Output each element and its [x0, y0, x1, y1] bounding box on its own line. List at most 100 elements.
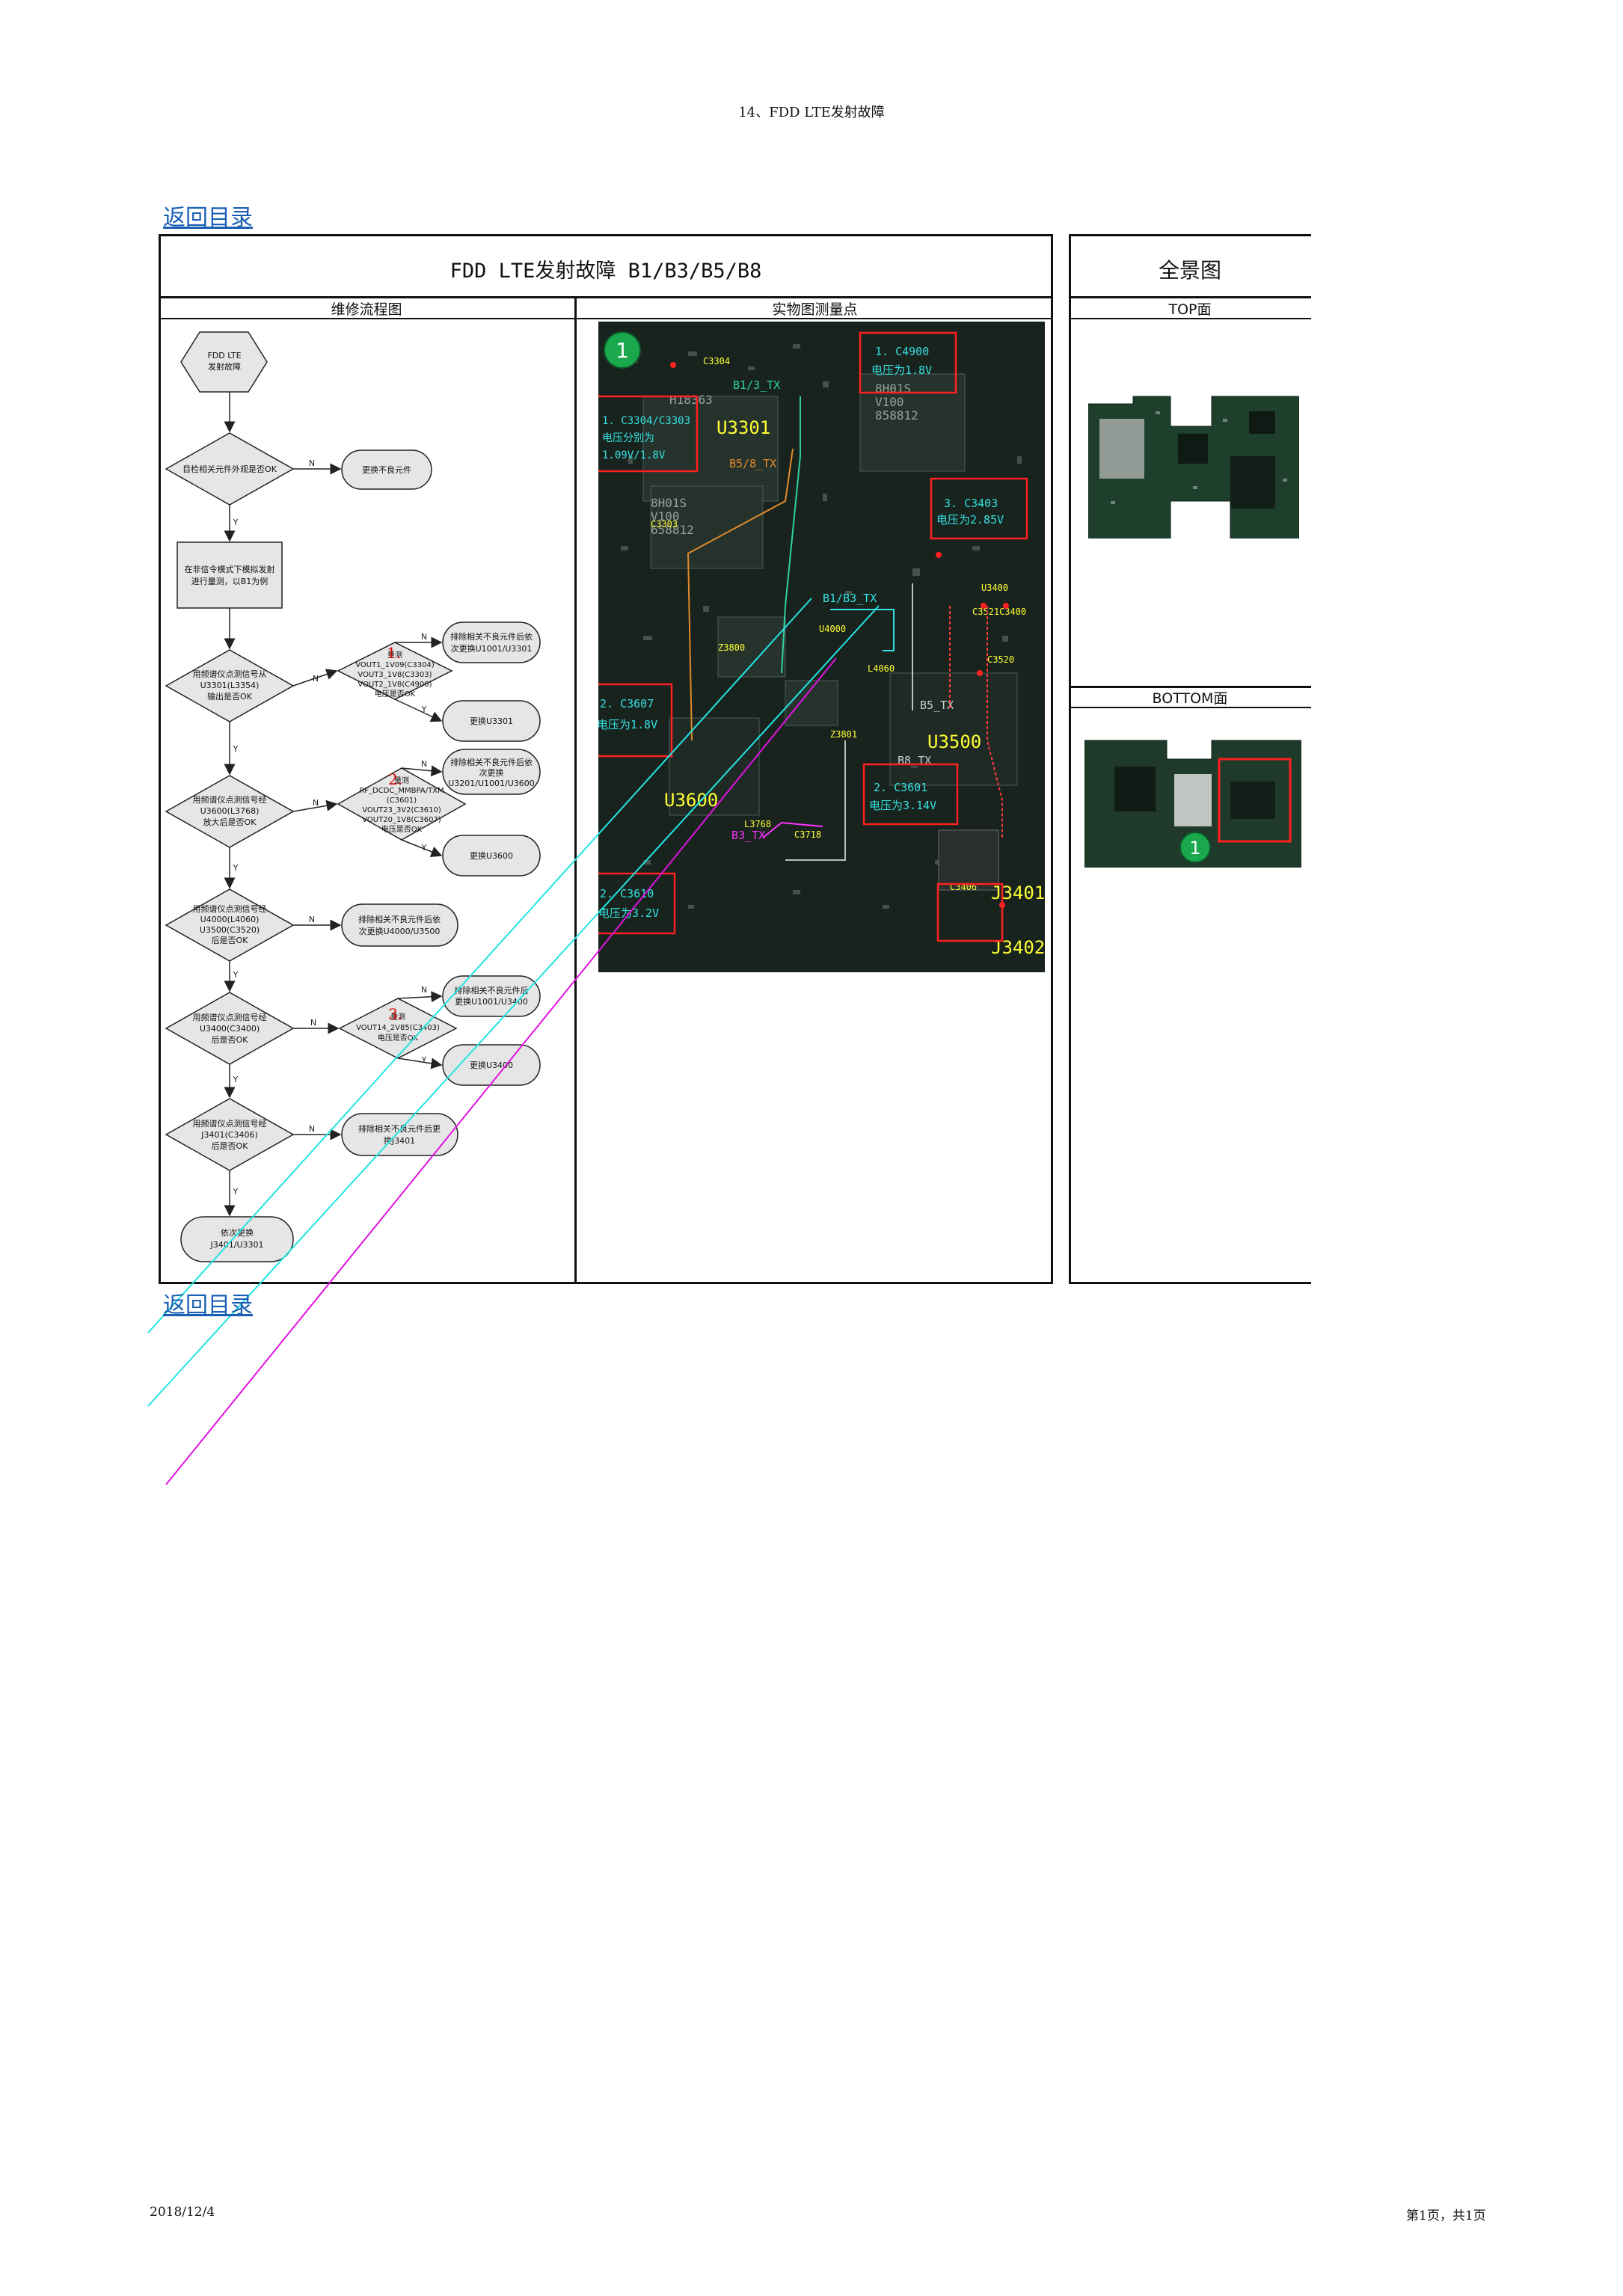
bottom-board-drawing: 1: [1084, 740, 1302, 868]
yes-label: Y: [233, 1075, 239, 1084]
flow-result: [341, 903, 458, 947]
chip-marking: 658812: [651, 523, 694, 537]
chip-label: C3400: [999, 607, 1026, 617]
bottom-face-label: BOTTOM面: [1152, 690, 1228, 707]
callout-text: 电压为2.85V: [936, 513, 1004, 527]
flow-decision-text: 目检相关元件外观是否OK: [182, 464, 277, 474]
top-board-drawing: [1087, 396, 1300, 539]
flow-end: [180, 1216, 294, 1262]
flow-start-text: FDD LTE: [207, 351, 241, 360]
callout-box: [862, 763, 959, 826]
no-label: N: [309, 458, 315, 468]
no-label: N: [313, 798, 319, 808]
flow-decision-text: 后是否OK: [212, 936, 249, 945]
flow-decision-text: 用频谱仪点测信号经: [193, 903, 267, 914]
flow-end-text: J3401/U3301: [210, 1240, 264, 1250]
flow-process-text: 进行量测，以B1为例: [191, 576, 269, 586]
chip-label: Z3801: [830, 729, 857, 740]
flow-result-text: 更换U3301: [470, 716, 513, 726]
back-to-contents-link[interactable]: 返回目录: [163, 1292, 253, 1319]
flow-result: [442, 975, 541, 1017]
flow-measure-text: VOUT1_1V09(C3304): [355, 661, 435, 669]
marker-number: 1: [616, 338, 629, 363]
callout-box: [1218, 758, 1292, 843]
callout-box: [859, 331, 957, 394]
bottom-board-photo: 1: [1084, 737, 1302, 868]
flow-measure-text: 量测: [387, 650, 402, 660]
pcb-photo-drawing: 1 H18363 8H01S V100 658812 8H01S V100 85…: [598, 322, 1045, 972]
flow-column-header: 维修流程图: [331, 301, 402, 318]
callout-text: 2. C3607: [600, 697, 654, 710]
no-label: N: [313, 674, 319, 684]
yes-label: Y: [233, 1187, 239, 1197]
flow-result-text: 排除相关不良元件后: [455, 985, 529, 995]
callout-text: 1. C4900: [875, 345, 929, 358]
flow-decision-text: U3301(L3354): [200, 681, 260, 690]
yes-label: Y: [421, 843, 427, 853]
flow-decision-text: 后是否OK: [212, 1141, 249, 1151]
flow-measure-text: 量测: [390, 1012, 405, 1022]
flow-result: [442, 700, 541, 742]
flow-result-text: 更换不良元件: [362, 464, 411, 475]
yes-label: Y: [233, 744, 239, 754]
marker-number: 1: [1189, 838, 1200, 859]
callout-text: 电压为1.8V: [598, 718, 657, 731]
no-label: N: [309, 1124, 315, 1134]
flow-measure-text: VOUT2_1V8(C4900): [358, 681, 432, 689]
flow-decision-text: 后是否OK: [212, 1035, 249, 1045]
flow-result-text: 次更换U4000/U3500: [359, 926, 441, 936]
repair-flowchart: N Y N Y N Y N Y N Y N Y N Y N Y N Y FDD …: [165, 331, 541, 1262]
callout-text: 电压为1.8V: [871, 363, 932, 377]
callout-text: 1. C3304/C3303: [602, 415, 690, 427]
flow-end-text: 依次更换: [221, 1227, 254, 1238]
flow-decision-text: 输出是否OK: [207, 691, 253, 702]
chip-label: J3401: [991, 883, 1045, 903]
no-label: N: [310, 1018, 316, 1028]
chip-label: L4060: [868, 663, 895, 674]
chip-marking: V100: [875, 395, 904, 409]
flow-process: [177, 541, 283, 609]
signal-label: B3_TX: [731, 829, 765, 842]
overview-table: [1069, 234, 1311, 1284]
callout-box: [598, 395, 699, 473]
callout-box: [930, 477, 1028, 540]
yes-label: Y: [421, 1055, 427, 1065]
chip-label: C3521: [972, 607, 999, 617]
flow-result-text: 排除相关不良元件后依: [358, 914, 441, 924]
flow-result-text: 更换U1001/U3400: [455, 996, 528, 1007]
photo-column-header: 实物图测量点: [772, 301, 858, 318]
callout-box: [936, 883, 1004, 942]
flow-measure-text: 电压是否OK: [375, 689, 416, 699]
page-header: 14、FDD LTE发射故障: [738, 105, 885, 120]
pcb-photo: 1 H18363 8H01S V100 658812 8H01S V100 85…: [598, 322, 1045, 972]
flow-measure-text: VOUT3_1V8(C3303): [358, 671, 432, 679]
marker-circle: [604, 331, 641, 369]
table-divider: [159, 296, 1053, 298]
flow-measure-text: VOUT14_2V85(C3403): [356, 1024, 440, 1032]
top-face-label: TOP面: [1168, 301, 1212, 318]
flow-result: [341, 1113, 458, 1156]
flow-measure-text: VOUT20_1V8(C3607): [362, 816, 441, 824]
flow-measure-text: 量测: [394, 776, 409, 785]
flow-result-text: 更换U3400: [470, 1060, 513, 1070]
back-to-contents-link[interactable]: 返回目录: [163, 205, 253, 231]
chip-label: C3304: [703, 356, 730, 366]
callout-text: 3. C3403: [944, 497, 998, 510]
flow-measure-text: 电压是否OK: [378, 1033, 419, 1043]
chip-label: C3303: [651, 519, 678, 530]
flow-result: [442, 621, 541, 663]
chip-label: C3520: [987, 654, 1014, 665]
chip-label: U3600: [664, 790, 718, 811]
flow-measure-visual: [338, 998, 458, 1059]
flow-decision-text: 用频谱仪点测信号经: [193, 1118, 267, 1129]
flow-result-text: 换J3401: [384, 1135, 415, 1146]
chip-label: U4000: [819, 624, 846, 634]
step-number: 1.: [387, 644, 401, 662]
step-number: 2.: [388, 770, 402, 788]
no-label: N: [421, 632, 427, 642]
table-divider: [1069, 686, 1311, 688]
flow-decision-text: 用频谱仪点测信号从: [193, 669, 267, 679]
flow-decision-text: 用频谱仪点测信号经: [193, 794, 267, 805]
flow-decision-text: U3500(C3520): [200, 925, 260, 935]
